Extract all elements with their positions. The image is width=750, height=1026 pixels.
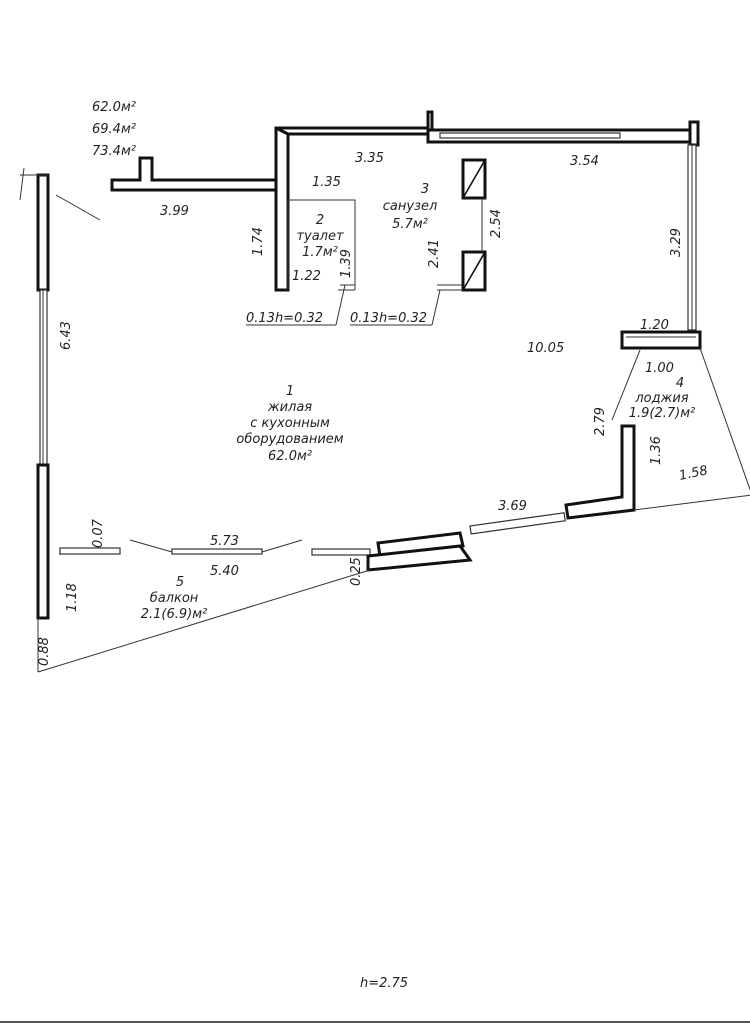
- area-total-2: 69.4м²: [92, 122, 136, 137]
- wall-top: [275, 110, 434, 136]
- svg-text:2: 2: [316, 213, 324, 228]
- dim-2-41: 2.41: [427, 239, 442, 268]
- dim-1-39: 1.39: [339, 249, 354, 278]
- loggia-outline: [633, 347, 750, 511]
- svg-text:5: 5: [176, 575, 184, 590]
- dim-1-18: 1.18: [65, 583, 80, 612]
- room-1-label: 1 жилая с кухонным оборудованием 62.0м²: [236, 384, 343, 464]
- dim-2-79: 2.79: [593, 407, 608, 436]
- dim-1-20: 1.20: [640, 318, 669, 333]
- dim-0-07: 0.07: [91, 518, 106, 548]
- dim-1-22: 1.22: [292, 269, 321, 284]
- dim-3-54: 3.54: [570, 154, 599, 169]
- room-5-label: 5 балкон 2.1(6.9)м²: [141, 575, 208, 622]
- svg-text:оборудованием: оборудованием: [236, 432, 343, 447]
- svg-text:1.7м²: 1.7м²: [302, 245, 338, 260]
- area-total-1: 62.0м²: [92, 100, 136, 115]
- dim-0-25: 0.25: [349, 557, 364, 586]
- svg-text:с кухонным: с кухонным: [250, 416, 330, 431]
- hole-dim-1: 0.13h=0.32: [246, 311, 323, 326]
- page-bottom-border: [0, 1021, 750, 1023]
- svg-text:жилая: жилая: [267, 400, 312, 415]
- dim-0-88: 0.88: [37, 637, 52, 666]
- dim-3-69: 3.69: [498, 499, 527, 514]
- window-top: [439, 132, 621, 139]
- dim-1-35: 1.35: [312, 175, 341, 190]
- dim-2-54: 2.54: [489, 209, 504, 238]
- room-2-label: 2 туалет 1.7м²: [296, 213, 344, 260]
- svg-text:лоджия: лоджия: [634, 391, 688, 406]
- svg-text:1.9(2.7)м²: 1.9(2.7)м²: [629, 406, 696, 421]
- svg-text:туалет: туалет: [296, 229, 344, 244]
- svg-text:62.0м²: 62.0м²: [268, 449, 312, 464]
- dim-5-73: 5.73: [210, 534, 239, 549]
- room-3-label: 3 санузел 5.7м²: [383, 182, 438, 232]
- dim-1-58: 1.58: [678, 463, 709, 484]
- dim-1-00: 1.00: [645, 361, 674, 376]
- wall-lower-right-2: [564, 424, 636, 520]
- svg-text:4: 4: [676, 376, 684, 391]
- balcony-door-left: [59, 547, 121, 555]
- svg-text:2.1(6.9)м²: 2.1(6.9)м²: [141, 607, 208, 622]
- dim-3-99: 3.99: [160, 204, 189, 219]
- wall-right-corner: [688, 120, 700, 147]
- wall-toilet-left: [274, 126, 290, 292]
- wall-lower-right-1: [376, 531, 465, 558]
- dim-5-40: 5.40: [210, 564, 239, 579]
- svg-text:санузел: санузел: [383, 199, 438, 214]
- dim-1-74: 1.74: [251, 227, 266, 256]
- balcony-outline: [37, 569, 371, 673]
- svg-text:балкон: балкон: [150, 591, 199, 606]
- dim-10-05: 10.05: [527, 341, 564, 356]
- wall-loggia-stub: [620, 330, 702, 350]
- dim-3-35: 3.35: [355, 151, 384, 166]
- ceiling-height: h=2.75: [360, 976, 408, 991]
- dim-3-29: 3.29: [669, 228, 684, 257]
- wall-left-lower: [36, 463, 50, 620]
- wall-upper-left: [110, 156, 284, 192]
- svg-text:1: 1: [286, 384, 294, 399]
- room-4-label: 4 лоджия 1.9(2.7)м²: [629, 376, 696, 421]
- balcony-window: [171, 548, 263, 555]
- dim-6-43: 6.43: [59, 321, 74, 350]
- balcony-door-right: [311, 548, 371, 556]
- svg-text:5.7м²: 5.7м²: [392, 217, 428, 232]
- dim-1-36: 1.36: [649, 436, 664, 465]
- area-total-3: 73.4м²: [92, 144, 136, 159]
- window-lower: [469, 512, 566, 535]
- svg-text:3: 3: [421, 182, 429, 197]
- wall-left: [36, 173, 50, 292]
- hole-dim-2: 0.13h=0.32: [350, 311, 427, 326]
